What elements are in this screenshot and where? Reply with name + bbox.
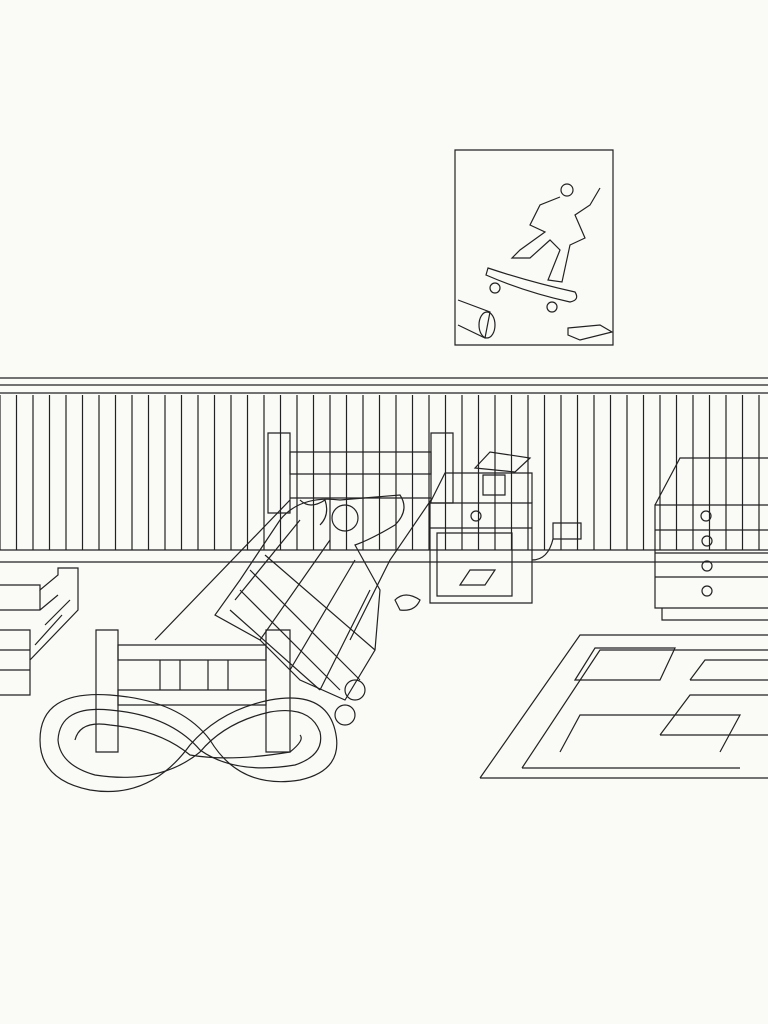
toy-train-track (40, 695, 337, 792)
bed (96, 433, 453, 752)
nightstand (430, 452, 581, 603)
dresser (655, 458, 768, 620)
toy-castle (0, 568, 78, 695)
wall-paneling (0, 378, 768, 562)
rug (480, 635, 768, 778)
skateboarder-poster (455, 150, 613, 345)
